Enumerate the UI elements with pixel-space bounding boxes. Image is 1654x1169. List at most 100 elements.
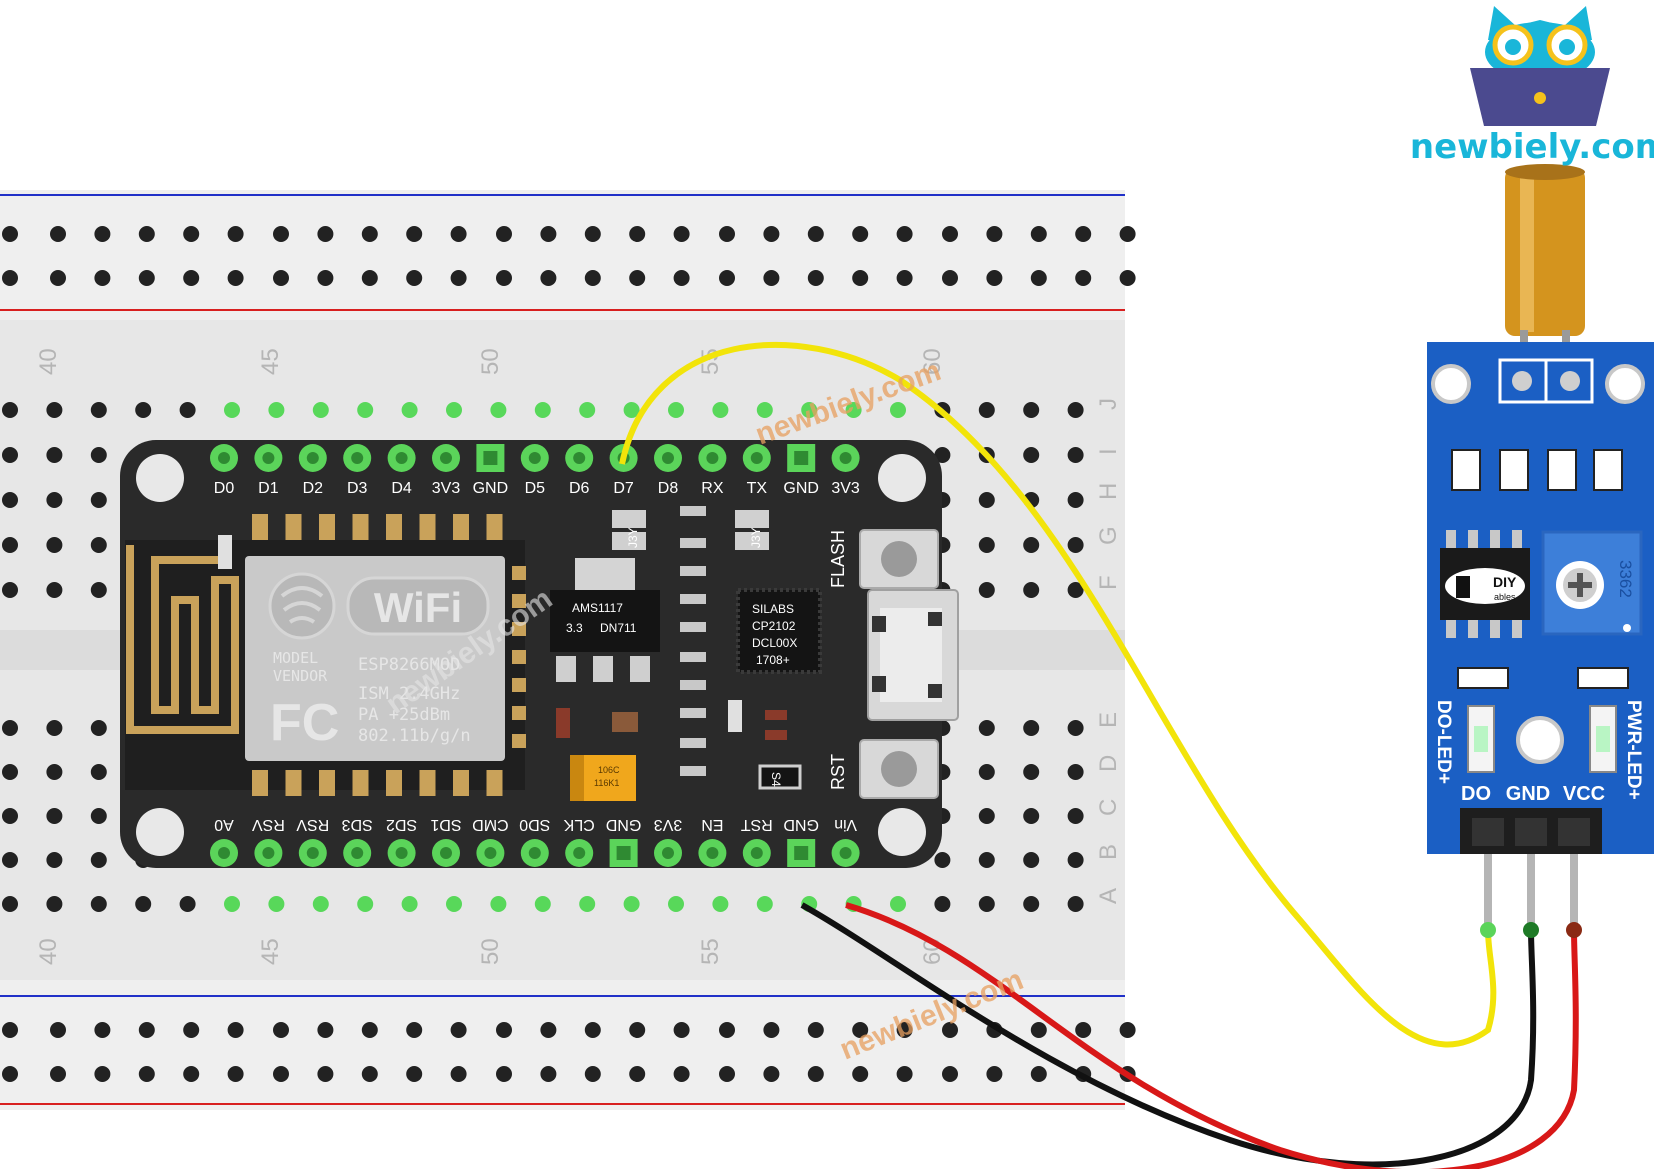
pin-3v3[interactable] — [831, 444, 860, 472]
pin-label: RSV — [296, 816, 329, 833]
rail-hole — [496, 1066, 512, 1082]
pin-label: 3V3 — [831, 480, 860, 497]
rail-hole — [1030, 1022, 1047, 1038]
active-hole — [623, 402, 640, 418]
pin-gnd[interactable] — [787, 839, 816, 867]
smd-components: J3Y J3Y S4 106C 116K1 — [556, 506, 802, 801]
rail-hole — [94, 226, 111, 242]
active-hole — [224, 896, 240, 912]
pin-rsv[interactable] — [298, 839, 327, 867]
pin-label: SD3 — [342, 816, 373, 833]
column-number: 50 — [477, 348, 504, 375]
row-letter: C — [1095, 799, 1122, 816]
pin-d8[interactable] — [654, 444, 682, 472]
tilt-sensor-module: 103 103 103 103 DIY ables — [1427, 164, 1654, 928]
pin-d5[interactable] — [520, 444, 549, 472]
row-letter: F — [1095, 575, 1122, 590]
pin-rst[interactable] — [742, 839, 771, 867]
flash-button[interactable]: FLASH — [828, 529, 939, 589]
pin-a0[interactable] — [210, 839, 238, 867]
module-pads — [252, 514, 526, 796]
pin-label: D1 — [258, 480, 279, 497]
rail-hole — [763, 226, 780, 242]
active-hole — [490, 402, 507, 418]
hole — [1023, 402, 1040, 418]
hole — [934, 896, 951, 912]
pin-sd2[interactable] — [387, 839, 416, 867]
pin-vin[interactable] — [831, 839, 860, 867]
comparator-chip: DIY ables — [1440, 530, 1530, 638]
pin-label: SD0 — [519, 816, 550, 833]
column-number: 55 — [697, 938, 724, 965]
pin-label: Vin — [834, 816, 857, 833]
rail-hole — [138, 1022, 155, 1038]
active-hole — [756, 896, 773, 912]
pin-d1[interactable] — [254, 444, 283, 472]
pin-rsv[interactable] — [254, 839, 283, 867]
pin-d2[interactable] — [298, 444, 327, 472]
chip-label-4: 1708+ — [756, 653, 790, 667]
pin-clk[interactable] — [565, 839, 594, 867]
mounting-hole — [1431, 364, 1471, 404]
rail-hole — [273, 270, 289, 286]
pin-sd3[interactable] — [343, 839, 372, 867]
rail-hole — [2, 270, 18, 286]
pin-d6[interactable] — [565, 444, 594, 472]
active-hole — [890, 896, 906, 912]
potentiometer[interactable]: 3362 — [1541, 530, 1643, 636]
rail-hole — [540, 1022, 557, 1038]
rail-hole — [138, 226, 155, 242]
rail-hole — [183, 1066, 200, 1082]
pin-tx[interactable] — [742, 444, 771, 472]
micro-usb-port[interactable] — [867, 589, 959, 721]
pin-gnd[interactable] — [476, 444, 505, 472]
pin-gnd[interactable] — [609, 839, 638, 867]
rail-hole — [94, 1066, 111, 1082]
hole — [90, 896, 107, 912]
rail-hole — [673, 226, 690, 242]
pin-gnd[interactable] — [787, 444, 816, 472]
pin-rx[interactable] — [698, 444, 727, 472]
pin-sd0[interactable] — [520, 839, 549, 867]
active-hole — [224, 402, 240, 418]
active-hole — [268, 896, 285, 912]
pin-label-gnd: GND — [1506, 783, 1550, 805]
flash-button-cap[interactable] — [881, 541, 917, 577]
pin-en[interactable] — [698, 839, 727, 867]
rail-hole — [1119, 270, 1136, 286]
pin-d3[interactable] — [343, 444, 372, 472]
rail-hole — [629, 1022, 646, 1038]
pin-label: GND — [783, 480, 819, 497]
pin-label: 3V3 — [432, 480, 461, 497]
rail-hole — [317, 270, 334, 286]
center-hole — [1516, 716, 1564, 764]
module-spec-ism: ISM 2.4GHz — [358, 684, 460, 704]
pin-d4[interactable] — [387, 444, 416, 472]
pin-label: SD1 — [430, 816, 461, 833]
pin-sd1[interactable] — [432, 839, 460, 867]
pin-3v3[interactable] — [654, 839, 682, 867]
diyables-logo-sub: ables — [1494, 592, 1516, 602]
pin-label: RST — [741, 816, 773, 833]
rail-hole — [183, 226, 200, 242]
rail-hole — [2, 226, 18, 242]
hole — [90, 852, 107, 868]
wifi-logo: WiFi — [374, 584, 462, 631]
hole — [135, 896, 152, 912]
reset-button[interactable]: RST — [828, 739, 939, 799]
pin-d0[interactable] — [210, 444, 238, 472]
row-letter: H — [1095, 483, 1122, 500]
resistor-label: 103 — [1609, 460, 1623, 480]
mounting-hole — [136, 454, 184, 502]
reset-button-cap[interactable] — [881, 751, 917, 787]
pin-cmd[interactable] — [476, 839, 505, 867]
pin-label: GND — [783, 816, 819, 833]
smd-label: S4 — [769, 772, 783, 787]
row-letter: G — [1095, 526, 1122, 545]
rail-hole — [807, 1022, 824, 1038]
pin-3v3[interactable] — [432, 444, 460, 472]
rail-hole — [719, 1022, 735, 1038]
pin-label: TX — [747, 480, 768, 497]
